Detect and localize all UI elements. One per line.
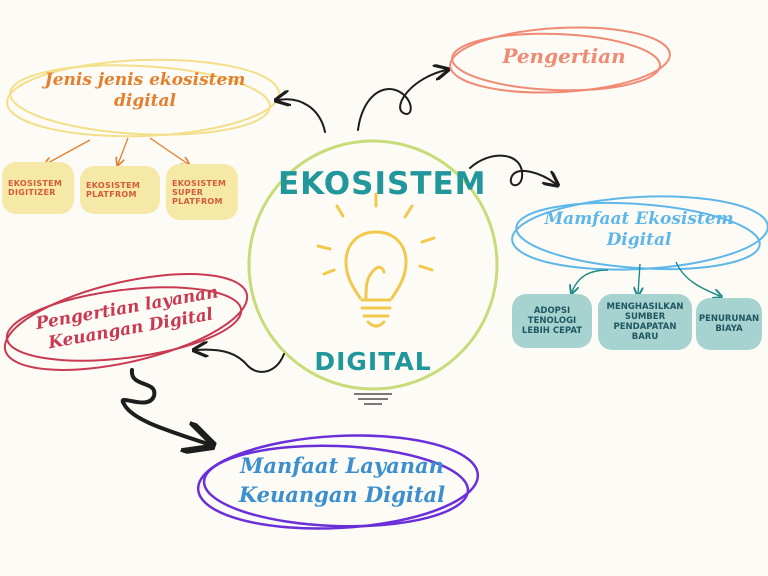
jenis-item-digitizer[interactable]: Ekosistem Digitizer (2, 162, 74, 214)
arrow-to-pengertian-layanan (196, 350, 285, 373)
jenis-sub-arrow-1 (46, 139, 91, 164)
mamfaat-item-adopsi[interactable]: Adopsi Tenologi Lebih Cepat (512, 294, 592, 348)
jenis-item-super-platfrom[interactable]: Ekosistem Super Platfrom (166, 164, 238, 220)
jenis-item-platfrom[interactable]: Ekosistem Platfrom (80, 166, 160, 214)
jenis-sub-arrow-2 (118, 137, 129, 164)
node-jenis[interactable]: Jenis jenis ekosistem digital (44, 70, 246, 112)
mamfaat-sub-arrow-2 (638, 263, 640, 294)
central-underline (354, 393, 392, 405)
manfaat-layanan-oval (196, 434, 480, 530)
lightbulb-icon (316, 192, 436, 328)
node-pengertian[interactable]: Pengertian (502, 44, 626, 68)
mamfaat-item-biaya[interactable]: Penurunan Biaya (696, 298, 762, 350)
central-circle (247, 139, 499, 391)
arrow-to-mamfaat (469, 154, 556, 186)
central-title-top: EKOSISTEM (278, 166, 487, 202)
arrow-to-manfaat-layanan (120, 368, 208, 444)
jenis-sub-arrow-3 (149, 137, 188, 164)
pengertian-layanan-oval (3, 273, 249, 371)
mamfaat-sub-arrow-3 (675, 261, 720, 296)
node-mamfaat[interactable]: Mamfaat Ekosistem Digital (544, 209, 734, 251)
mamfaat-item-pendapatan[interactable]: Menghasilkan Sumber Pendapatan Baru (598, 294, 692, 350)
central-title-bottom: DIGITAL (314, 347, 432, 376)
mamfaat-sub-arrow-1 (572, 269, 609, 292)
arrow-to-pengertian (357, 70, 446, 131)
node-manfaat-layanan[interactable]: Manfaat Layanan Keuangan Digital (238, 453, 446, 508)
arrow-to-jenis (278, 99, 326, 133)
